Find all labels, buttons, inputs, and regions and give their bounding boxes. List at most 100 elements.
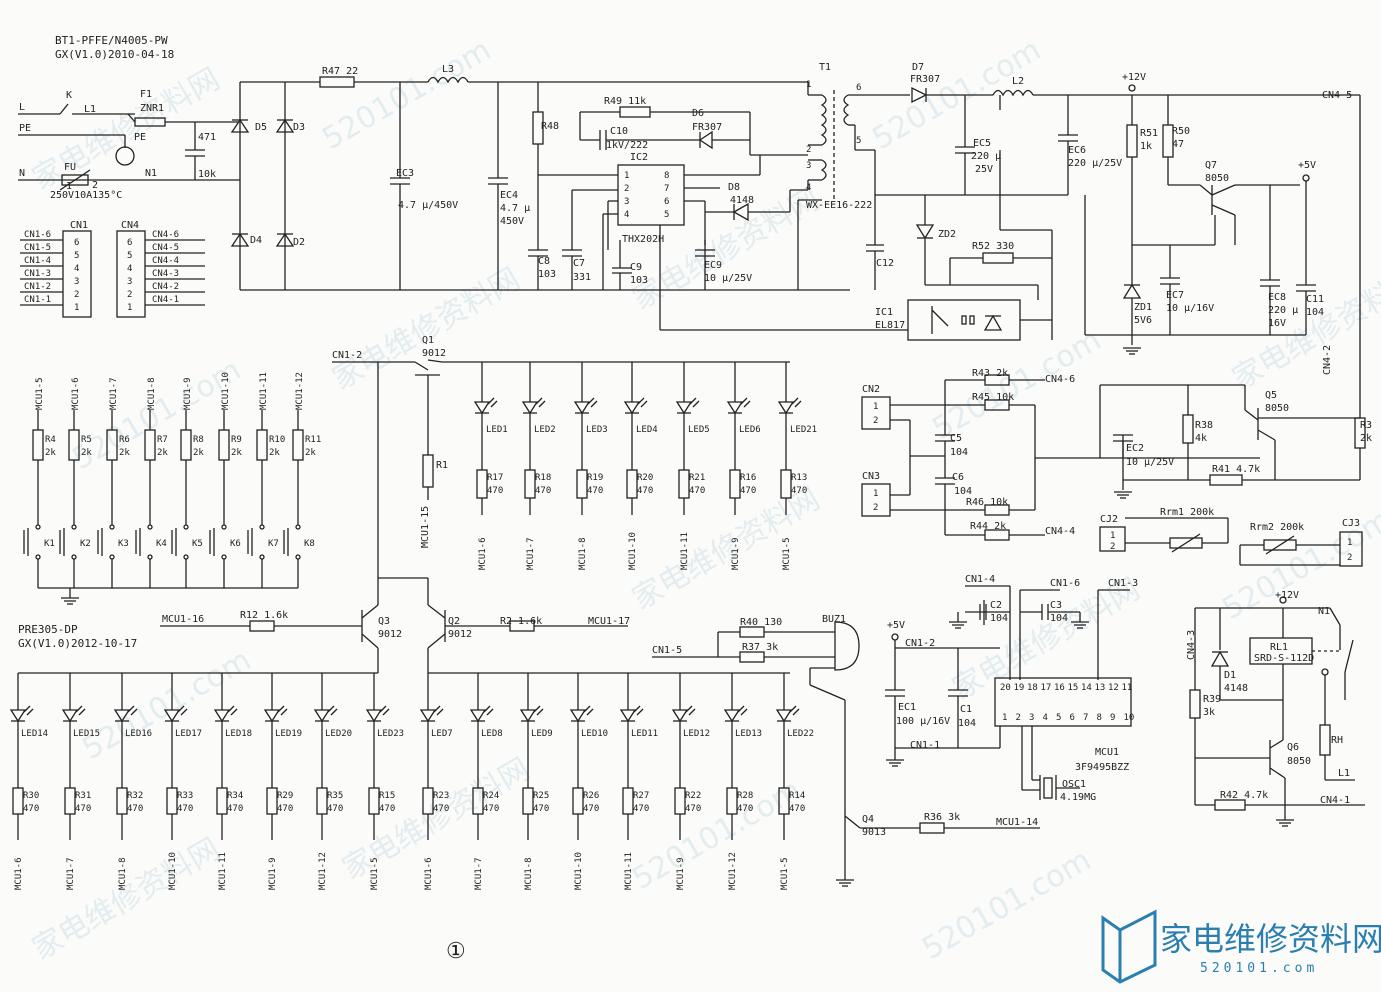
svg-text:LED23: LED23 <box>377 729 404 739</box>
svg-text:LED4: LED4 <box>636 425 658 435</box>
svg-text:3: 3 <box>127 277 132 287</box>
svg-text:20: 20 <box>1000 683 1011 693</box>
svg-text:470: 470 <box>75 804 91 814</box>
board1-version: GX(V1.0)2010-04-18 <box>55 48 174 61</box>
svg-text:MCU1-10: MCU1-10 <box>574 852 584 890</box>
svg-text:L2: L2 <box>1012 76 1024 87</box>
svg-text:N1: N1 <box>1318 606 1330 617</box>
svg-text:2k: 2k <box>231 448 242 458</box>
svg-text:R17: R17 <box>487 473 503 483</box>
svg-text:470: 470 <box>177 804 193 814</box>
svg-text:MCU1-9: MCU1-9 <box>268 857 278 890</box>
svg-text:25V: 25V <box>975 164 993 175</box>
led-symbol <box>523 398 545 413</box>
svg-text:16V: 16V <box>1268 318 1286 329</box>
svg-text:CN1-4: CN1-4 <box>24 256 51 266</box>
svg-text:MCU1-10: MCU1-10 <box>628 532 638 570</box>
svg-text:LED13: LED13 <box>735 729 762 739</box>
svg-text:C8: C8 <box>538 256 550 267</box>
led-symbol <box>421 706 443 721</box>
svg-text:470: 470 <box>23 804 39 814</box>
svg-text:MCU1-7: MCU1-7 <box>474 857 484 890</box>
svg-text:4.19MG: 4.19MG <box>1060 792 1096 803</box>
led-symbol <box>471 706 493 721</box>
svg-text:R38: R38 <box>1195 420 1213 431</box>
svg-text:LED8: LED8 <box>481 729 503 739</box>
svg-text:家电维修资料网: 家电维修资料网 <box>27 832 226 967</box>
svg-text:4: 4 <box>806 183 811 193</box>
svg-text:Q1: Q1 <box>422 335 434 346</box>
svg-text:K: K <box>66 90 72 101</box>
svg-text:EC2: EC2 <box>1126 443 1144 454</box>
svg-text:R43 2k: R43 2k <box>972 368 1008 379</box>
svg-text:2k: 2k <box>305 448 316 458</box>
svg-text:220 μ/25V: 220 μ/25V <box>1068 158 1122 169</box>
sensor-section: CN2 1 2 CN3 1 2 C5 104 C6 104 R43 2k CN4… <box>862 368 1372 566</box>
svg-text:R37 3k: R37 3k <box>742 642 778 653</box>
svg-text:1kV/222: 1kV/222 <box>606 140 648 151</box>
svg-text:3: 3 <box>624 197 629 207</box>
svg-text:R28: R28 <box>737 791 753 801</box>
svg-text:T1: T1 <box>819 62 831 73</box>
svg-text:471: 471 <box>198 132 216 143</box>
svg-text:8: 8 <box>664 171 669 181</box>
svg-text:LED6: LED6 <box>739 425 761 435</box>
svg-text:470: 470 <box>583 804 599 814</box>
svg-text:LED5: LED5 <box>688 425 710 435</box>
svg-text:K7: K7 <box>268 539 279 549</box>
svg-text:MCU1-8: MCU1-8 <box>118 857 128 890</box>
svg-text:18: 18 <box>1027 683 1038 693</box>
svg-text:470: 470 <box>533 804 549 814</box>
buzzer-buz1 <box>835 622 859 670</box>
svg-text:470: 470 <box>637 486 653 496</box>
svg-text:MCU1-9: MCU1-9 <box>731 537 741 570</box>
svg-text:Rrm2 200k: Rrm2 200k <box>1250 522 1304 533</box>
led-symbol <box>367 706 389 721</box>
svg-text:15: 15 <box>1068 683 1079 693</box>
svg-text:R30: R30 <box>23 791 39 801</box>
svg-text:2: 2 <box>92 180 98 191</box>
svg-text:470: 470 <box>740 486 756 496</box>
svg-text:100 μ/16V: 100 μ/16V <box>896 716 950 727</box>
svg-text:1: 1 <box>1110 531 1115 541</box>
svg-text:2: 2 <box>127 290 132 300</box>
svg-text:6: 6 <box>856 83 861 93</box>
svg-text:CN4: CN4 <box>121 220 139 231</box>
svg-text:R19: R19 <box>587 473 603 483</box>
svg-text:R32: R32 <box>127 791 143 801</box>
svg-text:14: 14 <box>1081 683 1092 693</box>
svg-text:L1: L1 <box>1338 768 1350 779</box>
svg-text:2k: 2k <box>193 448 204 458</box>
svg-text:CN4-5: CN4-5 <box>1322 90 1352 101</box>
svg-text:19: 19 <box>1014 683 1025 693</box>
svg-text:103: 103 <box>630 275 648 286</box>
svg-text:1: 1 <box>806 80 811 90</box>
svg-text:9012: 9012 <box>378 629 402 640</box>
svg-text:450V: 450V <box>500 216 524 227</box>
svg-text:470: 470 <box>791 486 807 496</box>
svg-text:2k: 2k <box>81 448 92 458</box>
svg-text:EC4: EC4 <box>500 190 518 201</box>
svg-text:家电维修资料网: 家电维修资料网 <box>327 262 526 397</box>
svg-text:MCU1-8: MCU1-8 <box>524 857 534 890</box>
svg-text:K5: K5 <box>192 539 203 549</box>
svg-text:1: 1 <box>127 303 132 313</box>
svg-text:R14: R14 <box>789 791 805 801</box>
svg-text:R22: R22 <box>685 791 701 801</box>
svg-text:104: 104 <box>954 486 972 497</box>
svg-text:12: 12 <box>1108 683 1119 693</box>
svg-text:2: 2 <box>806 145 811 155</box>
svg-text:C5: C5 <box>950 433 962 444</box>
svg-text:2k: 2k <box>1360 433 1372 444</box>
svg-text:K4: K4 <box>156 539 167 549</box>
svg-text:R46 10k: R46 10k <box>966 497 1008 508</box>
svg-text:LED3: LED3 <box>586 425 608 435</box>
svg-text:CN1-3: CN1-3 <box>24 269 51 279</box>
svg-text:MCU1-6: MCU1-6 <box>14 857 24 890</box>
svg-text:220 μ: 220 μ <box>1268 305 1298 316</box>
svg-text:RH: RH <box>1331 735 1343 746</box>
svg-text:520101.com: 520101.com <box>317 33 497 157</box>
svg-text:9: 9 <box>1110 713 1115 723</box>
